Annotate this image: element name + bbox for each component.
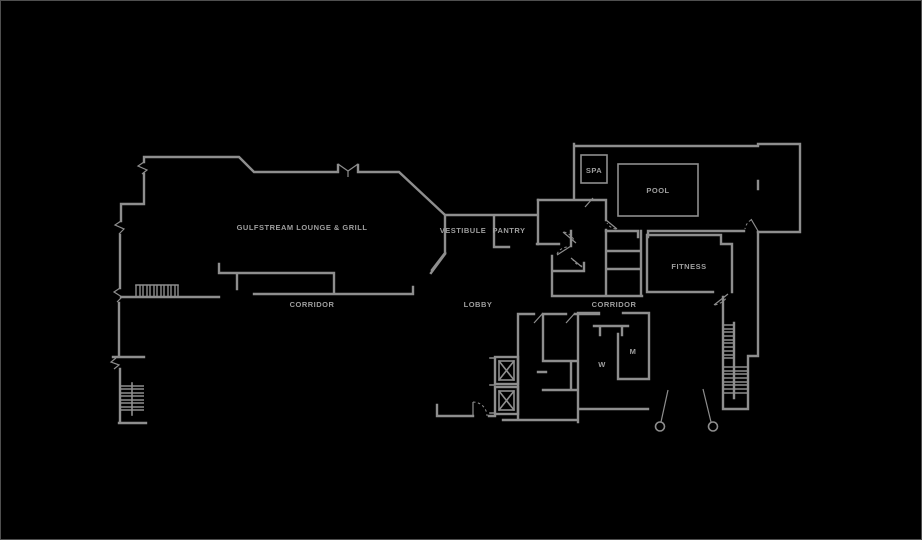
elevator-shafts [489,355,520,416]
label-lounge: GULFSTREAM LOUNGE & GRILL [237,223,368,232]
vestibule-pantry-walls [430,198,540,272]
door-leaf-icon [472,218,759,416]
leader-line [660,388,712,423]
stair-west-upper-treads [135,285,179,297]
label-lobby: LOBBY [464,300,493,309]
lounge-walls [111,155,447,425]
leader-markers [654,388,719,432]
spa-room [580,154,608,184]
label-restroom-women: W [598,360,606,369]
door-swing-icon [472,219,752,417]
wall-break-icon [109,161,359,370]
label-vestibule: VESTIBULE [440,226,487,235]
stair-east-treads-lower [723,366,747,394]
label-restroom-men: M [630,347,637,356]
pool-basin [617,163,699,217]
label-spa: SPA [586,166,602,175]
label-corridor-west: CORRIDOR [290,300,335,309]
elevator-2-icon [493,385,520,416]
stair-east-walls [721,230,760,411]
stair-east-treads-upper [723,324,734,359]
lobby-restroom-walls [435,311,651,424]
stair-west-lower [120,382,144,416]
stair-west-upper [135,284,179,297]
door-swings [472,218,759,417]
fitness-walls [645,233,734,294]
leader-circle-icon [707,421,719,432]
pool-deck-walls [572,142,802,239]
label-fitness: FITNESS [671,262,706,271]
label-pantry: PANTRY [493,226,526,235]
label-pool: POOL [646,186,669,195]
stair-east [721,230,760,411]
elevator-1-icon [493,355,520,386]
corridor-west-walls [119,252,447,299]
door-slash-icon [533,197,594,324]
core-walls [535,198,644,298]
leader-circle-icon [654,421,666,432]
label-corridor-east: CORRIDOR [592,300,637,309]
